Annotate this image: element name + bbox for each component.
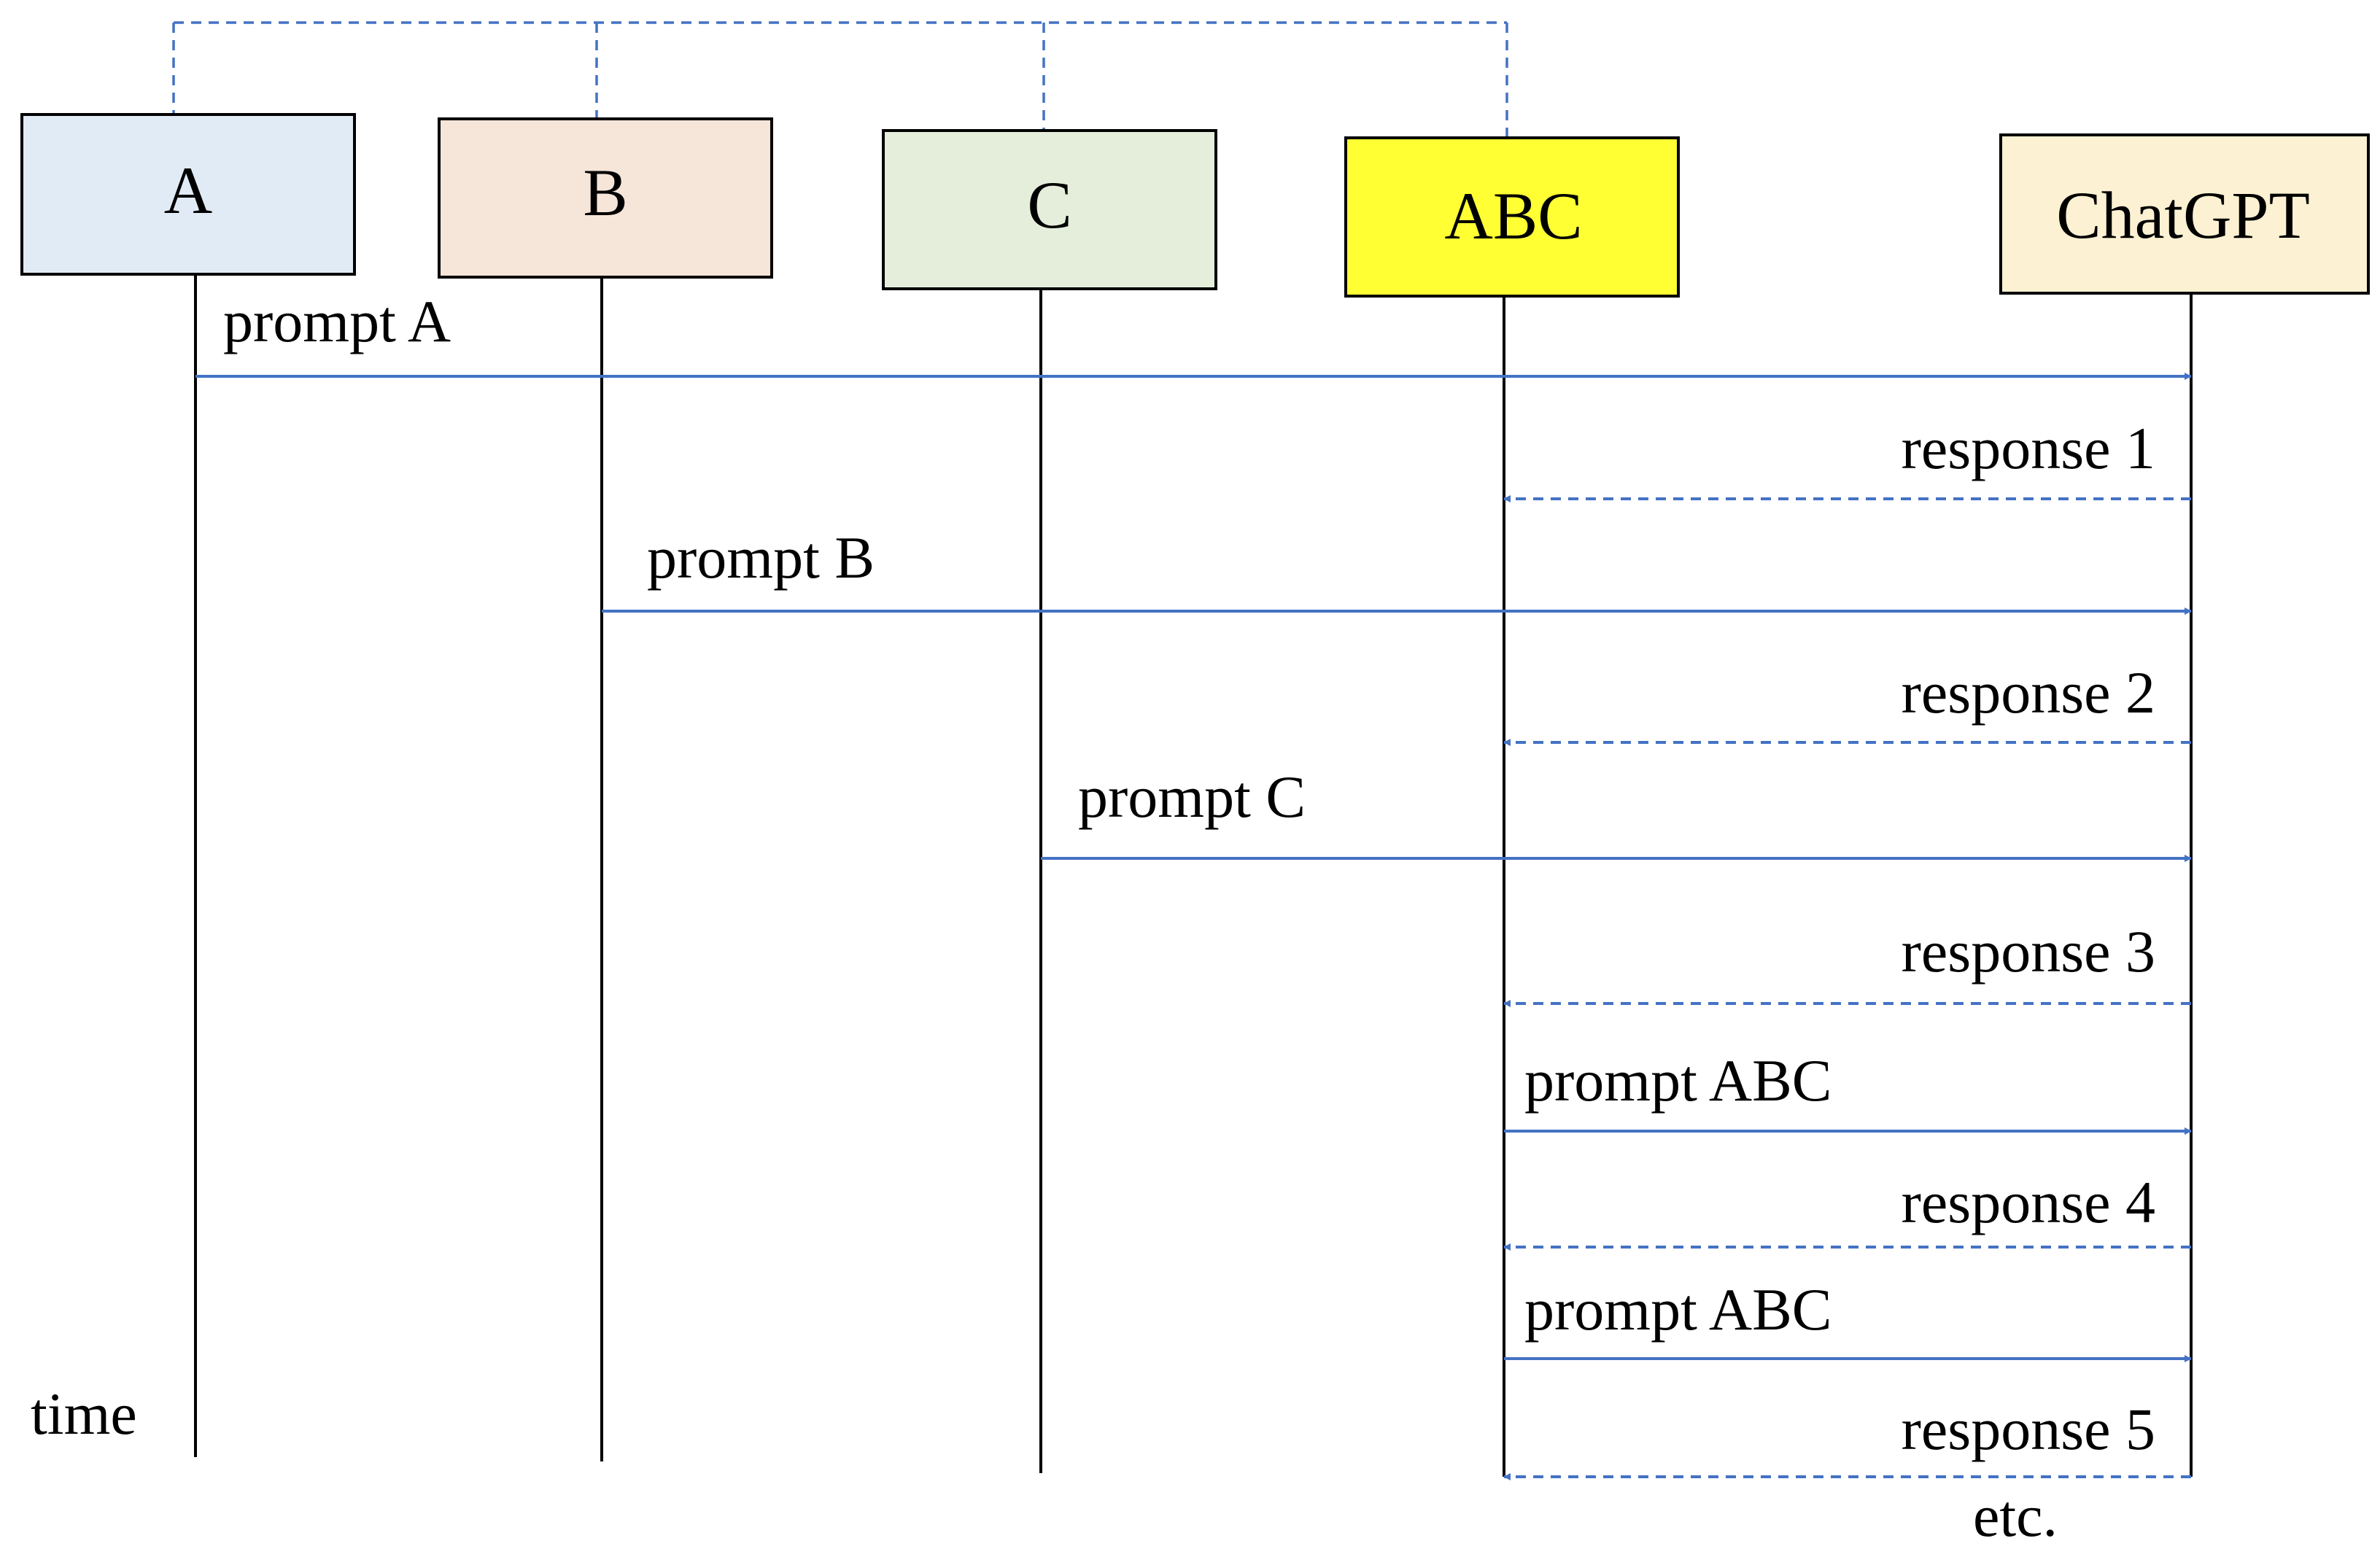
message-label: prompt B [647, 524, 875, 591]
time-label: time [31, 1381, 137, 1447]
messages: prompt A response 1 prompt B response 2 … [195, 288, 2192, 1480]
message-response-1: response 1 [1503, 415, 2191, 502]
lifelines [194, 274, 2193, 1477]
participant-chatgpt: ChatGPT [1999, 133, 2370, 295]
message-prompt-c: prompt C [1041, 764, 2192, 862]
message-label: response 2 [1902, 659, 2155, 726]
participant-label: C [1027, 168, 1071, 242]
message-label: response 3 [1902, 918, 2155, 985]
message-prompt-b: prompt B [602, 524, 2192, 615]
message-response-4: response 4 [1503, 1169, 2191, 1251]
message-response-5: response 5 [1503, 1396, 2191, 1480]
participant-label: ChatGPT [2056, 178, 2310, 252]
participant-c: C [882, 129, 1217, 290]
message-label: response 1 [1902, 415, 2155, 481]
participant-box [1344, 136, 1680, 298]
message-label: prompt C [1078, 764, 1306, 830]
message-label: response 5 [1902, 1396, 2155, 1462]
message-label: response 4 [1902, 1169, 2155, 1235]
continuation-label: etc. [1973, 1483, 2058, 1549]
participant-box [20, 113, 356, 276]
participant-box [1999, 133, 2370, 295]
participant-label: B [583, 155, 627, 230]
participant-label: ABC [1444, 179, 1582, 253]
participant-box [438, 117, 773, 279]
participant-abc: ABC [1344, 136, 1680, 298]
participant-a: A [20, 113, 356, 276]
message-label: prompt ABC [1524, 1276, 1831, 1343]
participant-label: A [164, 153, 212, 228]
participant-b: B [438, 117, 773, 279]
message-prompt-abc-1: prompt ABC [1504, 1047, 2192, 1135]
message-response-3: response 3 [1503, 918, 2191, 1007]
message-prompt-a: prompt A [195, 288, 2192, 380]
message-label: prompt A [223, 288, 451, 354]
message-response-2: response 2 [1503, 659, 2191, 746]
group-connector [172, 21, 1508, 138]
participant-box [882, 129, 1217, 290]
message-label: prompt ABC [1524, 1047, 1831, 1114]
message-prompt-abc-2: prompt ABC [1504, 1276, 2192, 1362]
